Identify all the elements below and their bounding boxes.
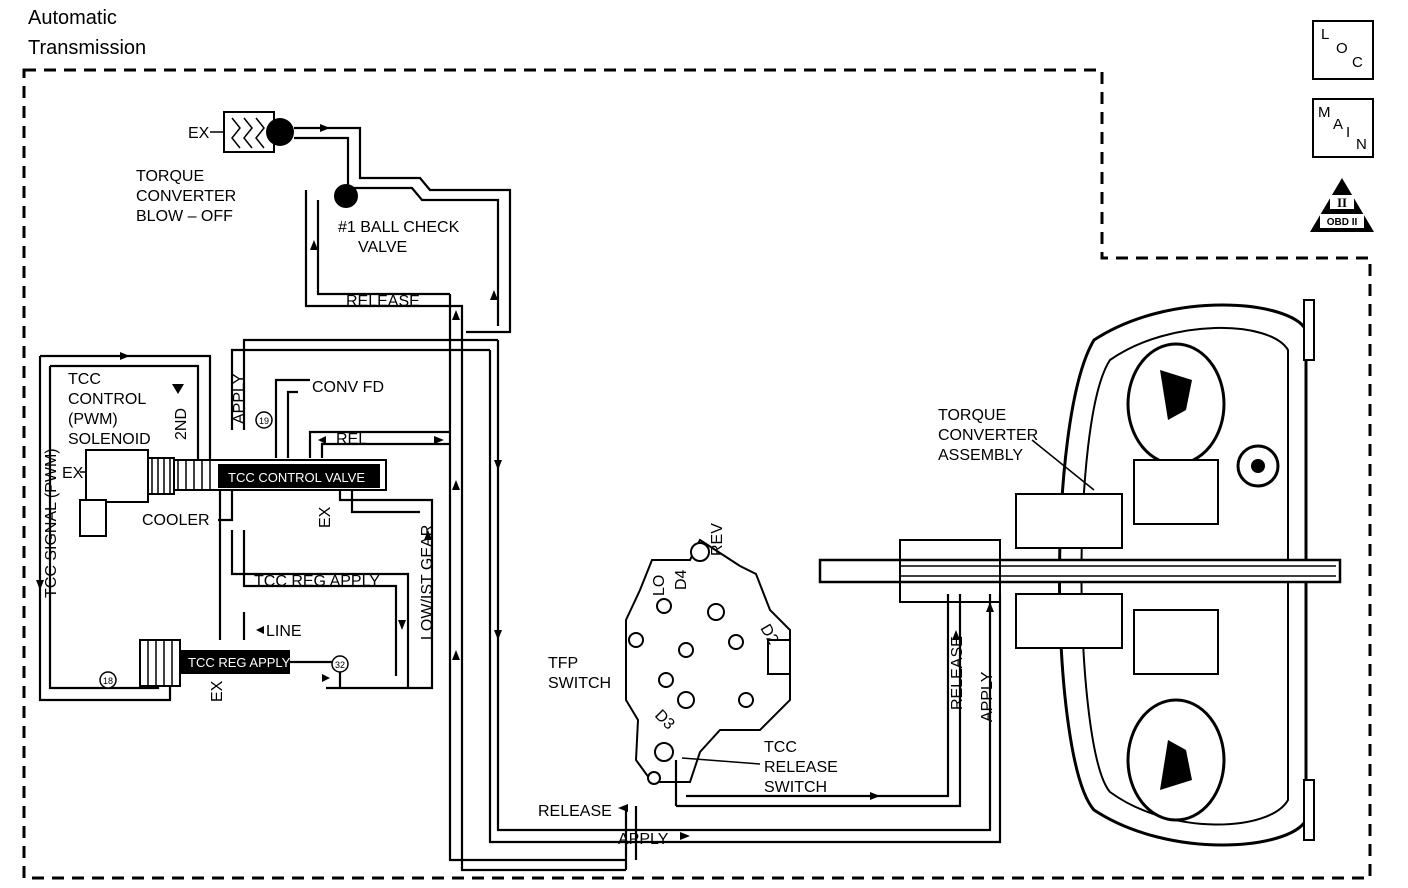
tcc-release-switch-label-1: TCC bbox=[764, 739, 797, 756]
main-badge-letter: M bbox=[1318, 104, 1331, 121]
torque-converter-label-1: TORQUE bbox=[938, 407, 1006, 424]
tcc-pwm-solenoid bbox=[79, 449, 175, 537]
transmission-boundary bbox=[22, 68, 1372, 880]
blowoff-ex-label: EX bbox=[188, 125, 210, 142]
rel-label: REL bbox=[336, 431, 367, 448]
release-vertical-label: RELEASE bbox=[949, 636, 966, 710]
port-lo-label: LO bbox=[651, 575, 668, 596]
main-badge-letter: N bbox=[1356, 136, 1367, 153]
tcc-control-valve bbox=[173, 459, 387, 491]
ball-check-label-2: VALVE bbox=[358, 239, 407, 256]
main-badge-letter: A bbox=[1333, 116, 1344, 133]
line-label: LINE bbox=[266, 623, 302, 640]
tcc-reg-apply-label: TCC REG APPLY bbox=[254, 573, 380, 590]
blowoff-label-1: TORQUE bbox=[136, 168, 204, 185]
tcc-control-valve-label: TCC CONTROL VALVE bbox=[228, 470, 365, 485]
svg-text:19: 19 bbox=[259, 416, 269, 426]
apply-bottom-label: APPLY bbox=[618, 831, 669, 848]
valve-ex-label: EX bbox=[317, 506, 334, 528]
tcc-signal-label: TCC SIGNAL (PWM) bbox=[43, 448, 60, 598]
tcc-release-switch-label-2: RELEASE bbox=[764, 759, 838, 776]
obd-label: OBD II bbox=[1327, 217, 1358, 228]
torque-converter-label-3: ASSEMBLY bbox=[938, 447, 1023, 464]
loc-badge[interactable]: L O C bbox=[1312, 20, 1374, 80]
tcc-solenoid-label-2: CONTROL bbox=[68, 391, 146, 408]
orifice-32: 32 bbox=[331, 655, 349, 673]
tcc-release-switch-label-3: SWITCH bbox=[764, 779, 827, 796]
ball-check-valve bbox=[334, 184, 358, 208]
title-line2: Transmission bbox=[28, 37, 146, 59]
loc-badge-letter: C bbox=[1352, 54, 1363, 71]
title-line1: Automatic bbox=[28, 7, 117, 29]
apply-vertical-label: APPLY bbox=[231, 373, 248, 424]
tcc-reg-apply-valve-label: TCC REG APPLY bbox=[188, 655, 291, 670]
orifice-18: 18 bbox=[99, 671, 117, 689]
release-top-label: RELEASE bbox=[346, 293, 420, 310]
tfp-switch-label-2: SWITCH bbox=[548, 675, 611, 692]
second-gear-label: 2ND bbox=[173, 408, 190, 440]
solenoid-ex-label: EX bbox=[62, 465, 84, 482]
blowoff-label-3: BLOW – OFF bbox=[136, 208, 233, 225]
ball-check-label-1: #1 BALL CHECK bbox=[338, 219, 460, 236]
torque-converter-label-2: CONVERTER bbox=[938, 427, 1038, 444]
low-1st-gear-label: LOW/IST GEAR bbox=[419, 525, 436, 640]
port-d4-label: D4 bbox=[673, 569, 690, 590]
obd-numeral: II bbox=[1337, 195, 1347, 210]
main-badge-letter: I bbox=[1346, 124, 1351, 141]
svg-text:32: 32 bbox=[335, 660, 345, 670]
release-bottom-label: RELEASE bbox=[538, 803, 612, 820]
blowoff-label-2: CONVERTER bbox=[136, 188, 236, 205]
tcc-solenoid-label-3: (PWM) bbox=[68, 411, 118, 428]
cooler-label: COOLER bbox=[142, 512, 210, 529]
torque-converter bbox=[818, 299, 1342, 847]
port-rev-label: REV bbox=[709, 523, 726, 556]
blowoff-valve bbox=[223, 111, 294, 153]
tfp-switch bbox=[625, 538, 791, 785]
tcc-reg-apply-valve bbox=[139, 639, 290, 687]
main-badge[interactable]: M A I N bbox=[1312, 98, 1374, 158]
reg-ex-label: EX bbox=[209, 680, 226, 702]
apply-vertical-right-label: APPLY bbox=[979, 671, 996, 722]
tcc-solenoid-label-4: SOLENOID bbox=[68, 431, 151, 448]
svg-text:18: 18 bbox=[103, 676, 113, 686]
tfp-switch-label-1: TFP bbox=[548, 655, 578, 672]
loc-badge-letter: O bbox=[1336, 40, 1348, 57]
obd-badge[interactable]: II OBD II bbox=[1310, 178, 1374, 232]
tcc-solenoid-label-1: TCC bbox=[68, 371, 101, 388]
orifice-19: 19 bbox=[255, 411, 273, 429]
loc-badge-letter: L bbox=[1321, 26, 1330, 43]
conv-fd-label: CONV FD bbox=[312, 379, 384, 396]
